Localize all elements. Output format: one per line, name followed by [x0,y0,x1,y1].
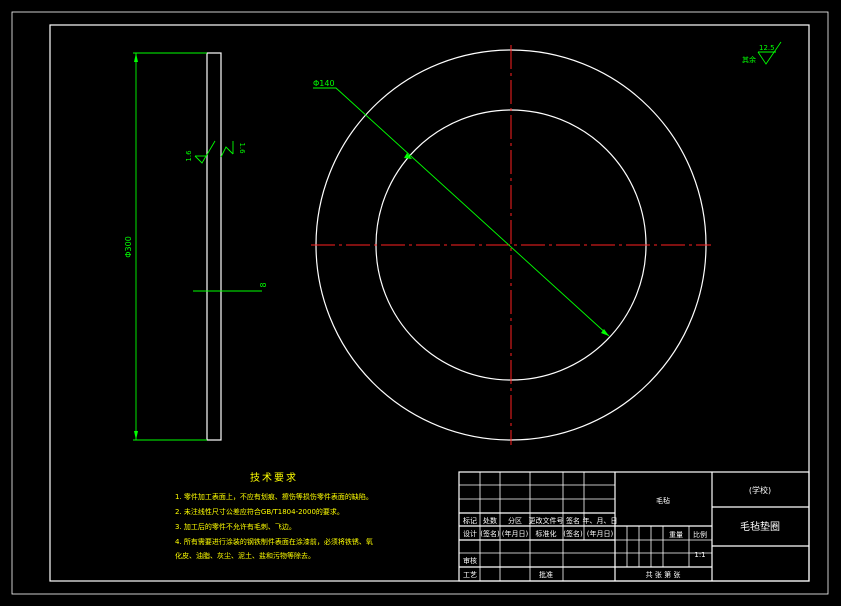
arrow-icon [134,431,138,440]
dim-thickness: 8 [259,282,268,287]
tech-req-item: 化皮、油脂、灰尘、泥土、盐和污物等除去。 [175,551,315,560]
tech-req-item: 2. 未注线性尺寸公差应符合GB/T1804-2000的要求。 [175,507,344,516]
label-standardization: 标准化 [536,529,557,538]
title-block: (学校) 毛毡垫圈 毛毡 标记 处数 分区 更改文件号 签名 年、月、日 设计 … [458,471,810,582]
design-date: (年月日) [502,529,529,538]
label-process: 工艺 [463,571,477,579]
tech-req-item: 4. 所有需要进行涂装的钢铁制件表面在涂漆前，必须将铁锈、氧 [175,537,373,546]
arrow-icon [601,329,609,336]
header-sign: 签名 [566,516,580,525]
arrow-icon [404,153,412,159]
front-view: Φ140 [311,45,711,445]
outer-frame [11,11,829,595]
dim-outer-diameter: Φ300 [124,236,133,258]
roughness-symbol-icon: 1.6 [220,141,246,158]
roughness-side-value: 1.6 [238,142,246,154]
roughness-face-value: 1.6 [185,150,193,162]
header-zone: 分区 [508,516,522,525]
design-sign: (签名) [480,529,500,538]
school-name: (学校) [749,485,771,495]
roughness-rest-value: 12.5 [759,44,775,52]
arrow-icon [134,53,138,62]
tech-req-title: 技术要求 [250,471,298,484]
label-review: 审核 [463,556,477,565]
label-scale: 比例 [693,530,707,539]
side-view: Φ300 8 1.6 1.6 [124,52,268,441]
drawing-border [49,24,810,582]
label-approve: 批准 [539,570,553,579]
part-name: 毛毡垫圈 [740,520,780,533]
material: 毛毡 [656,496,670,505]
roughness-symbol-icon [757,41,782,65]
roughness-symbol-icon: 1.6 [185,140,216,164]
header-mark: 标记 [463,516,477,525]
header-date: 年、月、日 [583,516,618,525]
roughness-rest-label: 其余 [742,55,756,64]
dim-inner-diameter: Φ140 [313,79,335,88]
leader-line-inner-diameter [313,87,610,337]
tech-req-item: 1. 零件加工表面上，不应有划痕、擦伤等损伤零件表面的缺陷。 [175,492,373,501]
sheet-count: 共 张 第 张 [646,570,681,579]
label-design: 设计 [463,529,477,538]
header-count: 处数 [483,516,497,525]
header-change-doc: 更改文件号 [529,516,564,525]
tech-requirements: 技术要求 1. 零件加工表面上，不应有划痕、擦伤等损伤零件表面的缺陷。 2. 未… [175,471,373,560]
std-sign: (签名) [563,529,583,538]
scale-value: 1:1 [694,551,705,559]
roughness-general: 12.5 其余 [742,41,782,65]
std-date: (年月日) [587,529,614,538]
washer-section [206,52,222,441]
label-weight: 重量 [669,531,683,539]
tech-req-item: 3. 加工后的零件不允许有毛刺、飞边。 [175,522,296,531]
